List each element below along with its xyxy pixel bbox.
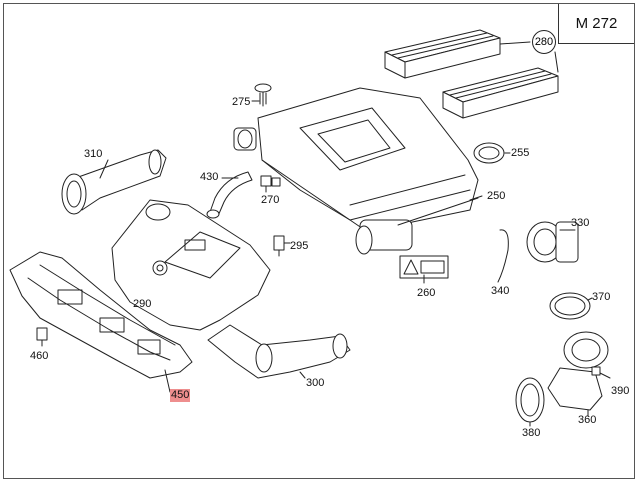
callout-360[interactable]: 360 [578,414,597,426]
clip-part [260,175,281,193]
intake-duct-lower-part [207,324,351,379]
callout-370[interactable]: 370 [592,291,611,303]
callout-380[interactable]: 380 [522,427,541,439]
intake-duct-part [61,149,167,215]
callout-310[interactable]: 310 [84,148,103,160]
air-filter-element-upper [384,29,501,79]
retaining-clip-part [273,235,291,257]
screw-part [251,83,272,107]
callout-450-highlighted[interactable]: 450 [170,389,191,402]
diagram-frame [3,3,635,479]
callout-460[interactable]: 460 [30,350,49,362]
sealing-ring-part [549,292,593,320]
callout-290[interactable]: 290 [133,298,152,310]
air-duct-part [9,251,193,393]
callout-255[interactable]: 255 [511,147,530,159]
bolt-part [591,366,611,379]
callout-390[interactable]: 390 [611,385,630,397]
seal-ring-part [473,142,511,164]
callout-330[interactable]: 330 [571,217,590,229]
air-filter-housing [233,87,483,255]
warning-label-part [399,255,449,284]
air-filter-element-lower [442,67,559,119]
callout-270[interactable]: 270 [261,194,280,206]
push-clip-part [36,327,48,347]
callout-430[interactable]: 430 [200,171,219,183]
callout-250[interactable]: 250 [487,190,506,202]
callout-260[interactable]: 260 [417,287,436,299]
callout-275[interactable]: 275 [232,96,251,108]
callout-280[interactable]: 280 [532,30,556,54]
engine-cover-part [111,199,271,331]
breather-hose-part [206,171,253,219]
sensor-cable-part [497,229,509,283]
throttle-housing-part [547,331,609,417]
callout-300[interactable]: 300 [306,377,325,389]
callout-295[interactable]: 295 [290,240,309,252]
o-ring-part [515,377,545,427]
air-mass-sensor-part [526,221,579,263]
callout-340[interactable]: 340 [491,285,510,297]
engine-model-label: M 272 [558,4,634,44]
